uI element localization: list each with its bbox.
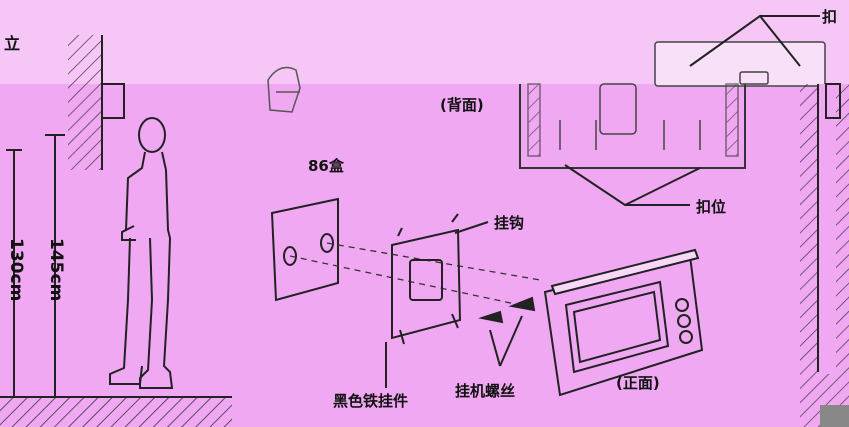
left-wall xyxy=(68,35,125,170)
floor xyxy=(0,396,232,427)
alignment-lines xyxy=(289,242,541,306)
hook-label: 挂钩 xyxy=(494,214,525,232)
height-145-label: 145cm xyxy=(46,238,66,302)
box-86-label: 86盒 xyxy=(308,157,344,175)
corner-glyph: 立 xyxy=(4,34,21,53)
clip-label-top: 扣 xyxy=(822,8,838,26)
back-view-device xyxy=(519,14,826,207)
box-86 xyxy=(270,197,339,302)
mounting-screws xyxy=(478,296,536,367)
iron-bracket xyxy=(385,213,489,388)
bracket-label: 黑色铁挂件 xyxy=(333,392,409,410)
right-wall xyxy=(800,83,849,427)
person-figure xyxy=(109,117,174,389)
front-view-label: (正面) xyxy=(616,374,660,392)
height-markers xyxy=(6,134,65,398)
screws-label: 挂机螺丝 xyxy=(455,382,516,400)
small-figure xyxy=(267,66,301,113)
front-view-monitor xyxy=(543,248,704,397)
back-view-label: (背面) xyxy=(440,96,484,114)
height-130-label: 130cm xyxy=(6,238,26,302)
clip-label-right: 扣位 xyxy=(696,198,727,216)
